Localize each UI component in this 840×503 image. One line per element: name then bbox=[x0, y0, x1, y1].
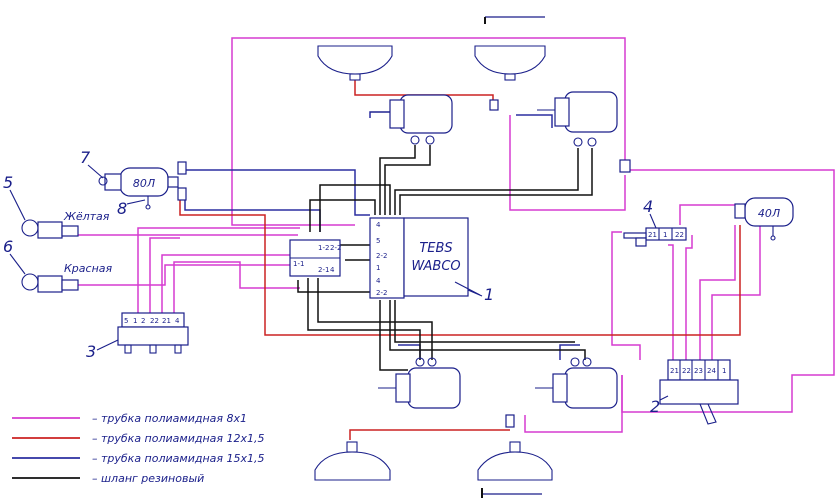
axle-marker-bottom bbox=[481, 488, 542, 498]
air-tank-40: 40Л bbox=[734, 197, 794, 241]
coupling-yellow: Жёлтая bbox=[21, 210, 110, 239]
vb2-port-1: 22 bbox=[682, 367, 691, 375]
callout-5: 5 bbox=[3, 173, 13, 192]
callouts: 1 2 3 4 5 6 7 8 bbox=[3, 148, 669, 416]
brake-chamber-bottom-left bbox=[378, 357, 461, 409]
coupling-red: Красная bbox=[21, 262, 113, 293]
brake-chamber-top-left bbox=[370, 94, 453, 145]
coupling-red-label: Красная bbox=[64, 262, 113, 275]
valve-block-2: 21 22 23 24 1 bbox=[659, 359, 739, 425]
tcv-port-0: 1-1 bbox=[293, 260, 304, 268]
legend-text-polyamide-8: – трубка полиамидная 8х1 bbox=[92, 412, 247, 425]
lines-polyamide-8 bbox=[78, 37, 835, 433]
callout-7: 7 bbox=[80, 148, 91, 167]
valve4-port-0: 21 bbox=[648, 231, 657, 239]
ebs-port-4: 4 bbox=[376, 277, 381, 285]
tebs-module: TEBS WABCO 4 5 2-2 1 4 2-2 bbox=[369, 217, 481, 299]
coupling-yellow-label: Жёлтая bbox=[63, 210, 110, 223]
tank-80-label: 80Л bbox=[133, 177, 155, 190]
b3-port-5: 4 bbox=[175, 317, 180, 325]
valve4-port-2: 22 bbox=[675, 231, 684, 239]
callout-3: 3 bbox=[86, 342, 96, 361]
ebs-port-1: 5 bbox=[376, 237, 380, 245]
valve-block-3: 5 1 2 22 21 4 bbox=[117, 312, 189, 354]
vb2-port-4: 1 bbox=[722, 367, 726, 375]
b3-port-0: 5 bbox=[124, 317, 128, 325]
brake-chamber-top-right bbox=[537, 91, 618, 147]
lines-rubber-hose bbox=[297, 145, 593, 371]
b3-port-1: 1 bbox=[133, 317, 137, 325]
callout-1: 1 bbox=[484, 285, 494, 304]
air-tank-80: 80Л bbox=[98, 161, 187, 210]
trailer-control-valve: 1-1 1-2 2-1 2-2 4 bbox=[289, 239, 341, 277]
tcv-port-3: 2-2 bbox=[330, 244, 341, 252]
callout-8: 8 bbox=[117, 199, 127, 218]
brake-drum-bottom-left bbox=[314, 441, 391, 481]
brake-drum-bottom-right bbox=[477, 441, 553, 481]
brake-drum-top-right bbox=[474, 45, 546, 81]
legend-text-polyamide-12: – трубка полиамидная 12х1,5 bbox=[92, 432, 265, 445]
ebs-port-3: 1 bbox=[376, 264, 380, 272]
axle-marker-top bbox=[484, 16, 545, 24]
ebs-port-2: 2-2 bbox=[376, 252, 387, 260]
callout-4: 4 bbox=[643, 197, 653, 216]
valve4-port-1: 1 bbox=[663, 231, 667, 239]
vb2-port-0: 21 bbox=[670, 367, 679, 375]
vb2-port-2: 23 bbox=[694, 367, 703, 375]
ebs-port-0: 4 bbox=[376, 221, 381, 229]
legend-text-polyamide-15: – трубка полиамидная 15х1,5 bbox=[92, 452, 265, 465]
tcv-port-4: 4 bbox=[330, 266, 335, 274]
tank-40-label: 40Л bbox=[758, 207, 780, 220]
tcv-port-1: 1-2 bbox=[318, 244, 329, 252]
vb2-port-3: 24 bbox=[707, 367, 716, 375]
callout-6: 6 bbox=[3, 237, 13, 256]
valve-4: 21 1 22 bbox=[623, 227, 687, 247]
b3-port-2: 2 bbox=[141, 317, 145, 325]
tebs-label-line2: WABCO bbox=[411, 259, 460, 274]
brake-chamber-bottom-right bbox=[535, 357, 618, 409]
tebs-label-line1: TEBS bbox=[419, 241, 452, 256]
legend-text-rubber: – шланг резиновый bbox=[92, 472, 204, 485]
ebs-port-5: 2-2 bbox=[376, 289, 387, 297]
callout-2: 2 bbox=[650, 397, 660, 416]
b3-port-4: 21 bbox=[162, 317, 171, 325]
legend: – трубка полиамидная 8х1 – трубка полиам… bbox=[12, 412, 265, 485]
tee-connectors bbox=[489, 99, 631, 428]
brake-drum-top-left bbox=[317, 45, 393, 81]
b3-port-3: 22 bbox=[150, 317, 159, 325]
tcv-port-2: 2-1 bbox=[318, 266, 329, 274]
